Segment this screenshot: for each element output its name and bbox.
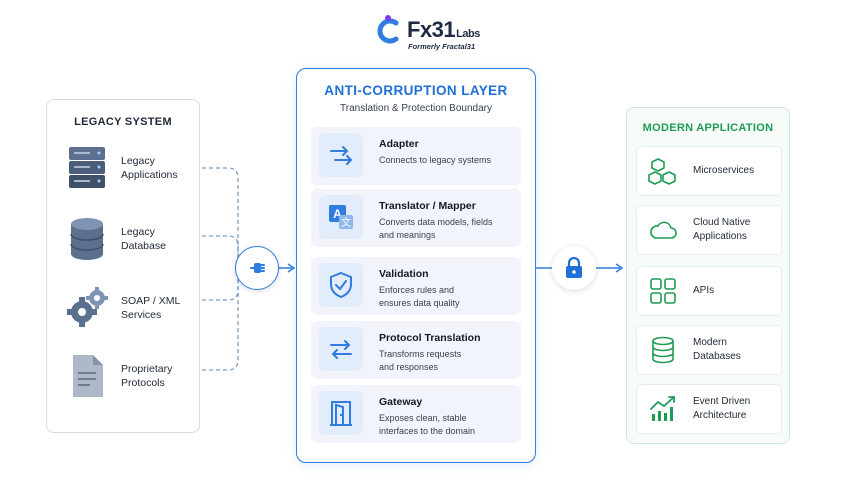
legacy-item-database: Legacy Database [65,216,199,262]
anti-corruption-layer-panel: ANTI-CORRUPTION LAYER Translation & Prot… [296,68,536,463]
modern-item-apis: APIs [636,266,782,316]
modern-item-event-driven: Event Driven Architecture [636,384,782,434]
brand-name: Fx31Labs [407,17,480,42]
acl-icon-box [319,263,363,307]
acl-card-name: Protocol Translation [379,332,481,344]
acl-card-name: Validation [379,268,429,280]
grid-icon [650,278,676,304]
cloud-icon [650,221,677,239]
document-icon [73,355,103,397]
gears-icon [67,287,108,327]
acl-card-adapter: Adapter Connects to legacy systems [311,127,521,185]
modern-title: MODERN APPLICATION [642,122,774,134]
acl-subtitle: Translation & Protection Boundary [340,103,492,114]
modern-item-label: Event Driven Architecture [693,396,751,421]
modern-item-databases: Modern Databases [636,325,782,375]
acl-card-name: Gateway [379,396,423,408]
acl-card-desc: Enforces rules and ensures data quality [379,285,460,308]
acl-card-validation: Validation Enforces rules and ensures da… [311,257,521,315]
brand-logo: Fx31Labs Formerly Fractal31 [374,12,484,52]
acl-card-translator: A 文 Translator / Mapper Converts data mo… [311,189,521,247]
acl-card-protocol-translation: Protocol Translation Transforms requests… [311,321,521,379]
legacy-item-protocols: Proprietary Protocols [65,353,199,399]
modern-item-label: Modern Databases [693,337,741,362]
acl-icon-box: A 文 [319,195,363,239]
svg-text:A: A [333,207,342,221]
legacy-item-label: Legacy Database [121,226,166,252]
legacy-item-label: SOAP / XML Services [121,295,181,321]
brand-tagline: Formerly Fractal31 [408,42,476,51]
modern-item-microservices: Microservices [636,146,782,196]
modern-item-label: APIs [693,285,715,296]
acl-card-name: Translator / Mapper [379,200,476,212]
legacy-item-label: Legacy Applications [121,155,178,181]
swap-arrows-icon [330,340,352,359]
modern-item-label: Cloud Native Applications [693,217,751,242]
modern-item-label: Microservices [693,165,755,176]
acl-card-desc: Converts data models, fields and meaning… [379,217,493,240]
lock-icon [566,256,582,278]
logo-mark-icon [377,15,399,44]
adapter-arrows-icon [330,146,353,165]
modern-application-panel: MODERN APPLICATION Microservices Cloud N… [626,107,790,444]
acl-title: ANTI-CORRUPTION LAYER [324,83,508,98]
legacy-item-label: Proprietary Protocols [121,363,173,389]
acl-icon-box [319,391,363,435]
legacy-system-panel: LEGACY SYSTEM Legacy Applications Legacy… [46,99,200,433]
acl-card-desc: Exposes clean, stable interfaces to the … [379,413,476,436]
plug-hub [235,246,279,290]
acl-card-gateway: Gateway Exposes clean, stable interfaces… [311,385,521,443]
trend-chart-icon [650,396,675,421]
plug-icon [250,263,265,273]
svg-text:文: 文 [341,216,351,229]
lock-hub [552,246,596,290]
database-outline-icon [652,336,674,364]
database-icon [70,218,104,260]
acl-icon-box [319,133,363,177]
acl-card-name: Adapter [379,138,419,150]
legacy-title: LEGACY SYSTEM [74,116,172,128]
shield-check-icon [330,271,352,299]
modern-item-cloud-native: Cloud Native Applications [636,205,782,255]
acl-card-desc: Transforms requests and responses [379,349,462,372]
legacy-item-soap: SOAP / XML Services [65,285,199,331]
cubes-icon [648,158,676,185]
legacy-item-applications: Legacy Applications [65,145,199,191]
server-icon [69,147,105,188]
gateway-door-icon [330,401,352,426]
brand-suffix: Labs [456,28,480,40]
acl-icon-box [319,327,363,371]
translate-icon: A 文 [329,205,353,229]
acl-card-desc: Connects to legacy systems [379,155,492,165]
